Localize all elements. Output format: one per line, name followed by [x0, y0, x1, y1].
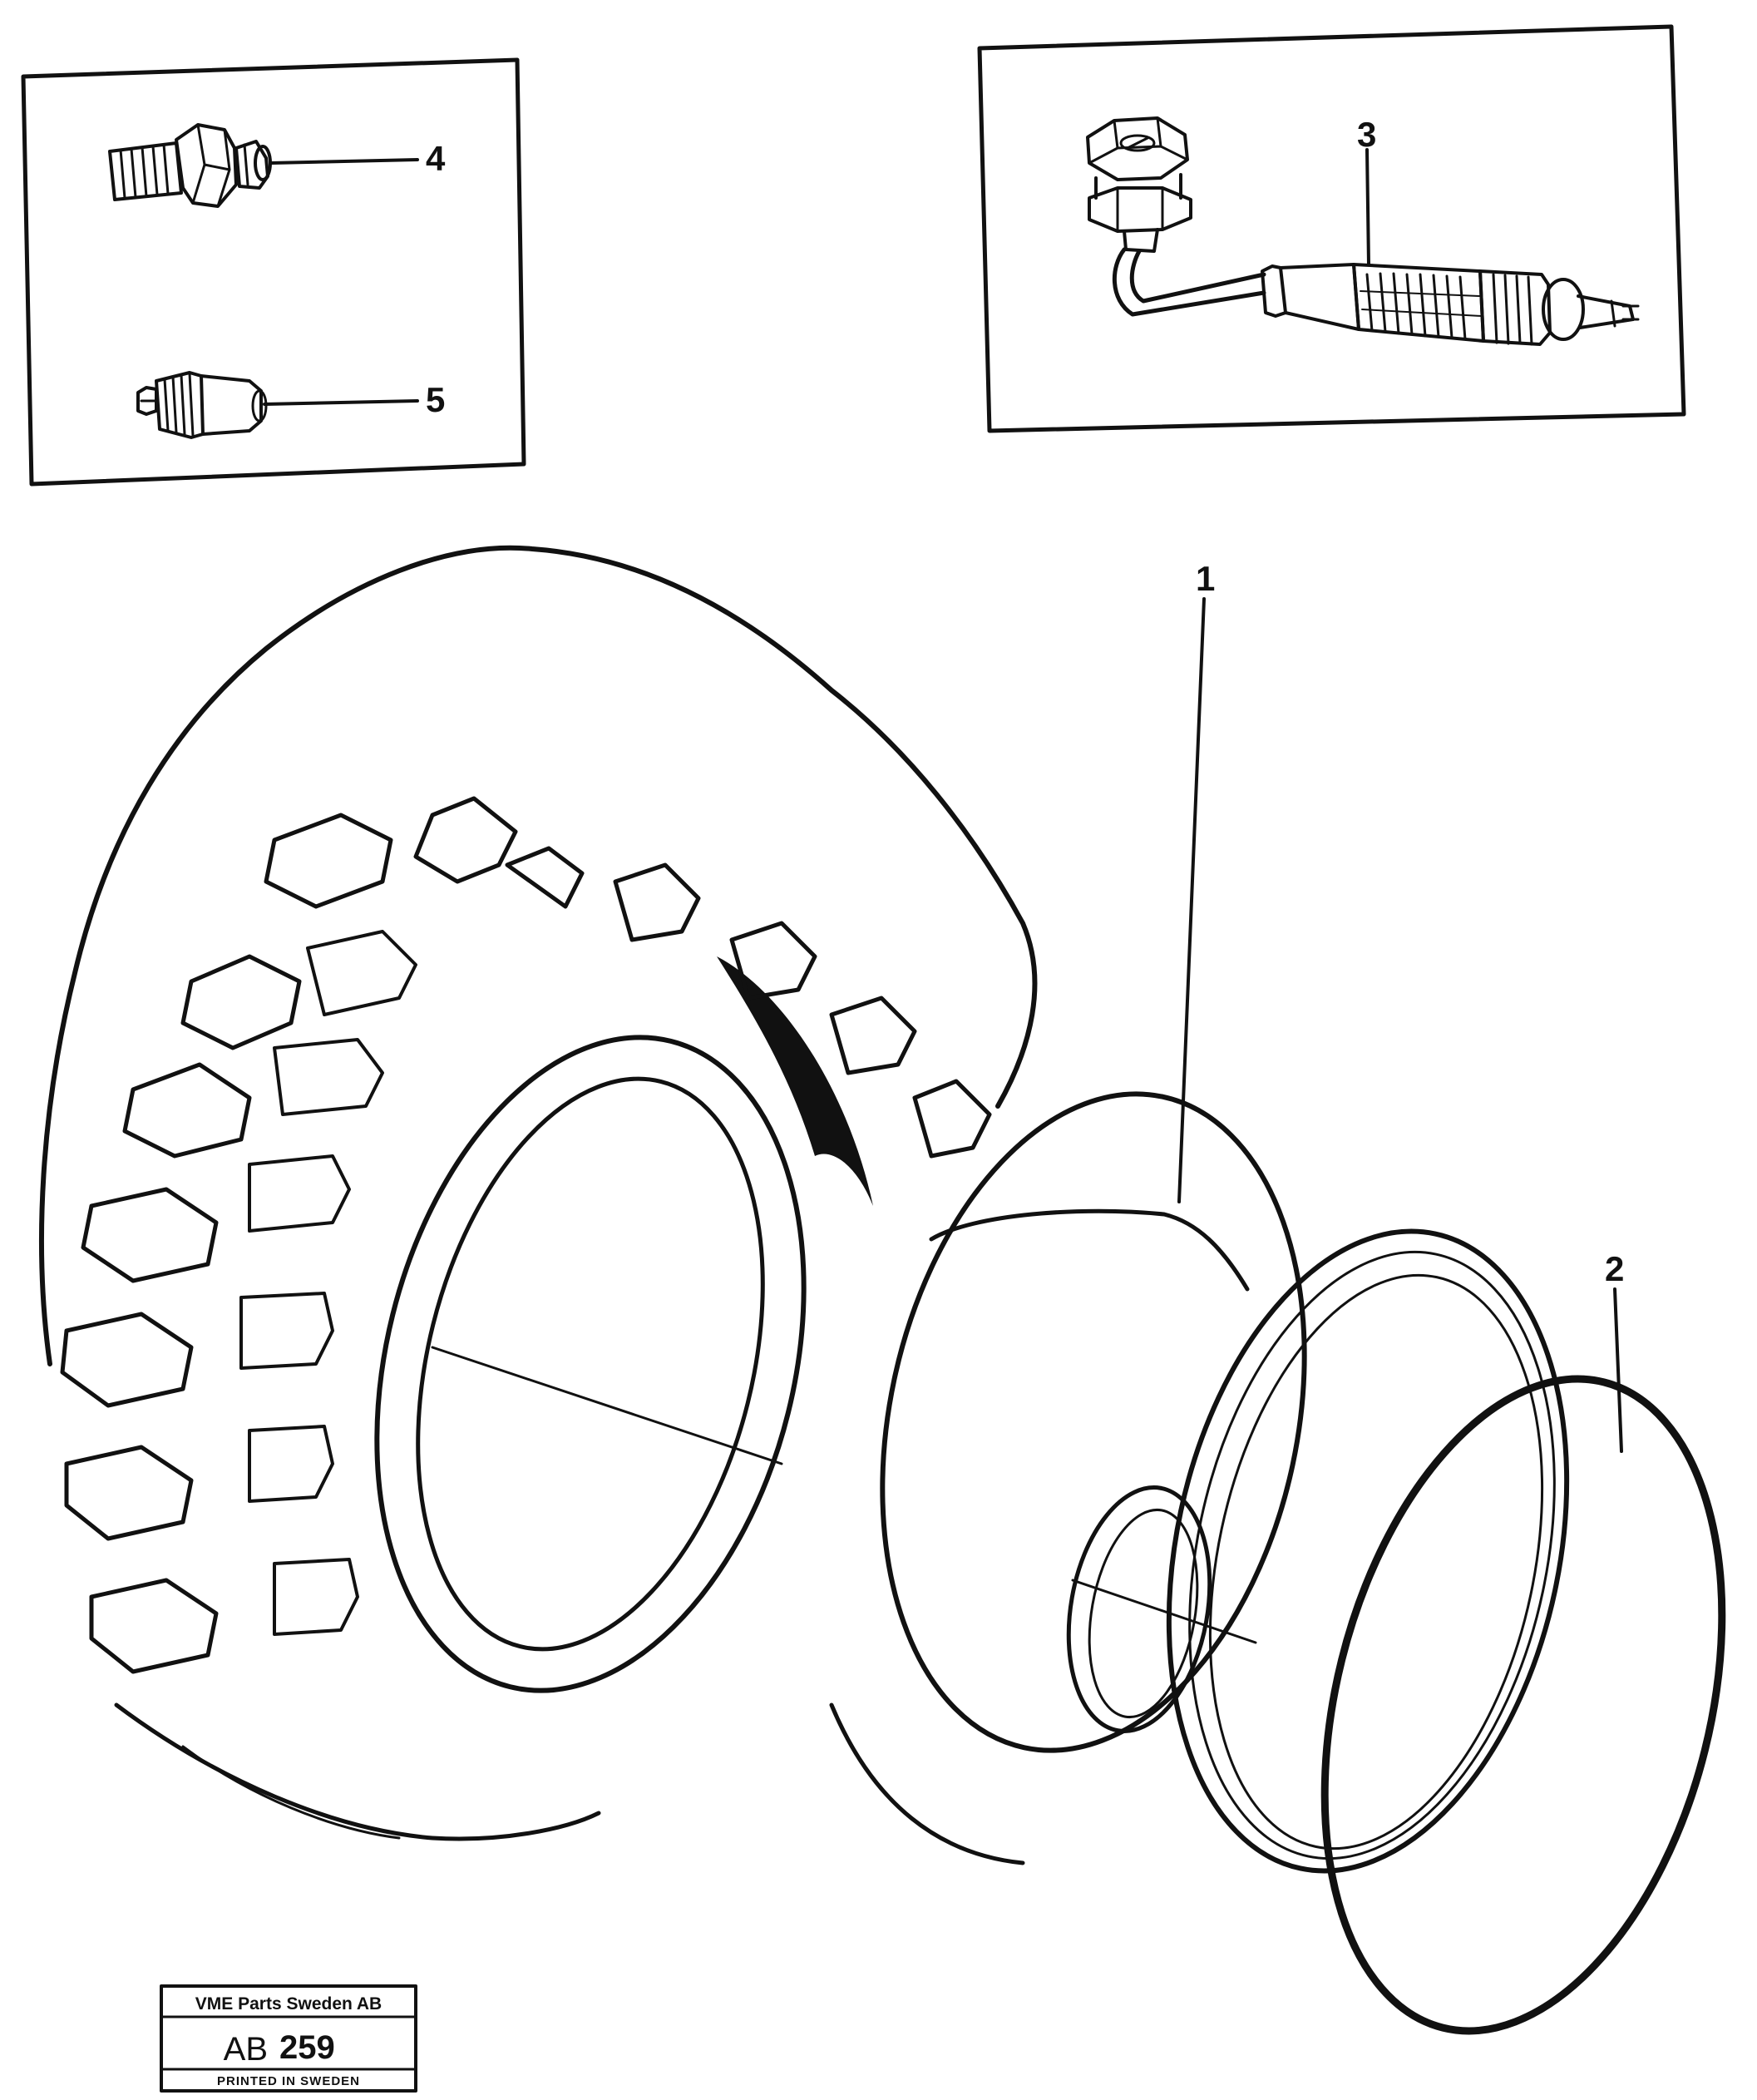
leader-line-3: [1365, 148, 1370, 266]
callout-4: 4: [426, 139, 446, 178]
callout-2: 2: [1605, 1249, 1624, 1288]
leader-line-1: [1177, 597, 1206, 1203]
inset-box-valve-parts: 4 5: [21, 57, 526, 487]
callout-1: 1: [1196, 559, 1215, 598]
valve-cap-part: [136, 371, 268, 439]
callout-5: 5: [426, 380, 445, 419]
inset-box-valve-extension: 3: [977, 24, 1686, 433]
valve-adapter-part: [108, 123, 272, 208]
ring-part: [1320, 1375, 1726, 2035]
axis-line-tire: [431, 1346, 783, 1465]
leader-line-4: [269, 158, 419, 165]
stamp-code-number: 259: [279, 2029, 335, 2066]
valve-extension-part: [1086, 116, 1640, 346]
tread-lugs: [60, 796, 992, 1674]
stamp: VME Parts Sweden AB AB 259 PRINTED IN SW…: [160, 1984, 417, 2093]
stamp-code-prefix: AB: [224, 2031, 268, 2068]
stamp-company: VME Parts Sweden AB: [195, 1994, 382, 2014]
tire-part: [39, 545, 1038, 1841]
callout-3: 3: [1357, 115, 1376, 154]
leader-line-2: [1613, 1287, 1623, 1453]
rim-part: [829, 1091, 1570, 1874]
axis-line-rim: [1071, 1579, 1257, 1644]
stamp-printed: PRINTED IN SWEDEN: [217, 2074, 360, 2088]
leader-line-5: [263, 399, 419, 406]
